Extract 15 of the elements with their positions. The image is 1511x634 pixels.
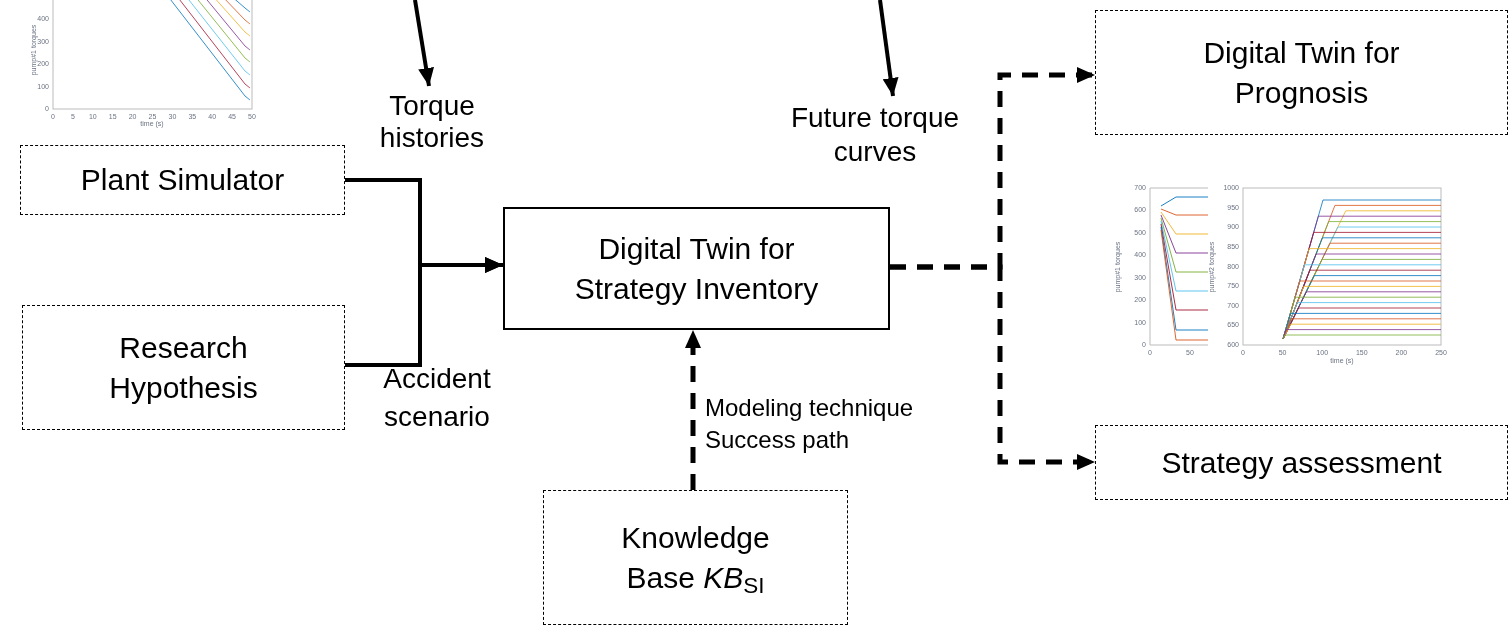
annotation-text: Future torque curves [770,100,980,170]
arrow [413,0,434,87]
arrow [878,0,899,97]
annotation-text: Modeling technique [705,393,915,423]
arrow [685,330,701,490]
process-box: Plant Simulator [20,145,345,215]
annotation-text: Torque histories [362,90,502,154]
process-box: Knowledge Base KB$_{SI}$ [543,490,848,625]
process-box: Strategy assessment [1095,425,1508,500]
arrow [890,264,1095,470]
process-box: Digital Twin for Prognosis [1095,10,1508,135]
annotation-text: Success path [705,425,851,455]
annotation-text: Accident scenario [382,362,492,434]
process-box: Research Hypothesis [22,305,345,430]
process-box: Digital Twin for Strategy Inventory [503,207,890,330]
